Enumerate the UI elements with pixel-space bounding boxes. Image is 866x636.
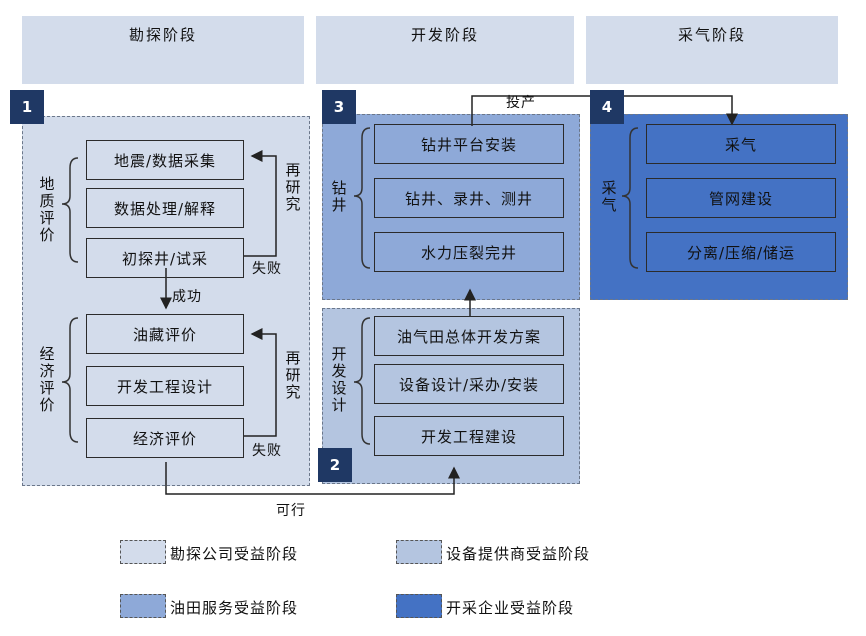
legend-swatch-equipment bbox=[396, 540, 442, 564]
badge-2: 2 bbox=[318, 448, 352, 482]
restudy-label-top: 再研究 bbox=[285, 161, 301, 213]
legend-swatch-oilfield-service bbox=[120, 594, 166, 618]
stage-label: 采气阶段 bbox=[677, 26, 746, 44]
region-gas-production bbox=[590, 114, 848, 300]
feasible-label: 可行 bbox=[276, 503, 306, 519]
badge-1: 1 bbox=[10, 90, 44, 124]
geology-evaluation-label: 地质评价 bbox=[39, 175, 55, 244]
fail-label-top: 失败 bbox=[252, 261, 282, 277]
stage-label: 开发阶段 bbox=[410, 26, 479, 44]
legend-label-oilfield-service: 油田服务受益阶段 bbox=[170, 599, 299, 617]
success-label: 成功 bbox=[172, 289, 202, 305]
gas-production-label: 采气 bbox=[601, 179, 617, 214]
equipment-design-box: 设备设计/采办/安装 bbox=[374, 364, 564, 404]
legend-label-exploration: 勘探公司受益阶段 bbox=[170, 545, 299, 563]
stage-header-development: 开发阶段 bbox=[316, 16, 574, 84]
legend-label-equipment: 设备提供商受益阶段 bbox=[446, 545, 591, 563]
development-design-label: 开发设计 bbox=[331, 345, 347, 414]
legend-label-production: 开采企业受益阶段 bbox=[446, 599, 575, 617]
fail-label-bottom: 失败 bbox=[252, 443, 282, 459]
seismic-data-box: 地震/数据采集 bbox=[86, 140, 244, 180]
gas-extraction-box: 采气 bbox=[646, 124, 836, 164]
legend-swatch-production bbox=[396, 594, 442, 618]
pipeline-construction-box: 管网建设 bbox=[646, 178, 836, 218]
data-processing-box: 数据处理/解释 bbox=[86, 188, 244, 228]
engineering-construction-box: 开发工程建设 bbox=[374, 416, 564, 456]
region-development-design bbox=[322, 308, 580, 484]
drilling-label: 钻井 bbox=[331, 179, 347, 214]
exploratory-well-box: 初探井/试采 bbox=[86, 238, 244, 278]
restudy-label-bottom: 再研究 bbox=[285, 349, 301, 401]
region-drilling bbox=[322, 114, 580, 300]
legend-swatch-exploration bbox=[120, 540, 166, 564]
reservoir-evaluation-box: 油藏评价 bbox=[86, 314, 244, 354]
stage-header-exploration: 勘探阶段 bbox=[22, 16, 304, 84]
production-start-label: 投产 bbox=[506, 95, 536, 111]
economic-evaluation-box: 经济评价 bbox=[86, 418, 244, 458]
badge-3: 3 bbox=[322, 90, 356, 124]
separation-storage-box: 分离/压缩/储运 bbox=[646, 232, 836, 272]
fracturing-completion-box: 水力压裂完井 bbox=[374, 232, 564, 272]
rig-installation-box: 钻井平台安装 bbox=[374, 124, 564, 164]
badge-4: 4 bbox=[590, 90, 624, 124]
engineering-design-box: 开发工程设计 bbox=[86, 366, 244, 406]
stage-header-production: 采气阶段 bbox=[586, 16, 838, 84]
master-plan-box: 油气田总体开发方案 bbox=[374, 316, 564, 356]
drilling-logging-box: 钻井、录井、测井 bbox=[374, 178, 564, 218]
stage-label: 勘探阶段 bbox=[128, 26, 197, 44]
economic-evaluation-label: 经济评价 bbox=[39, 345, 55, 414]
